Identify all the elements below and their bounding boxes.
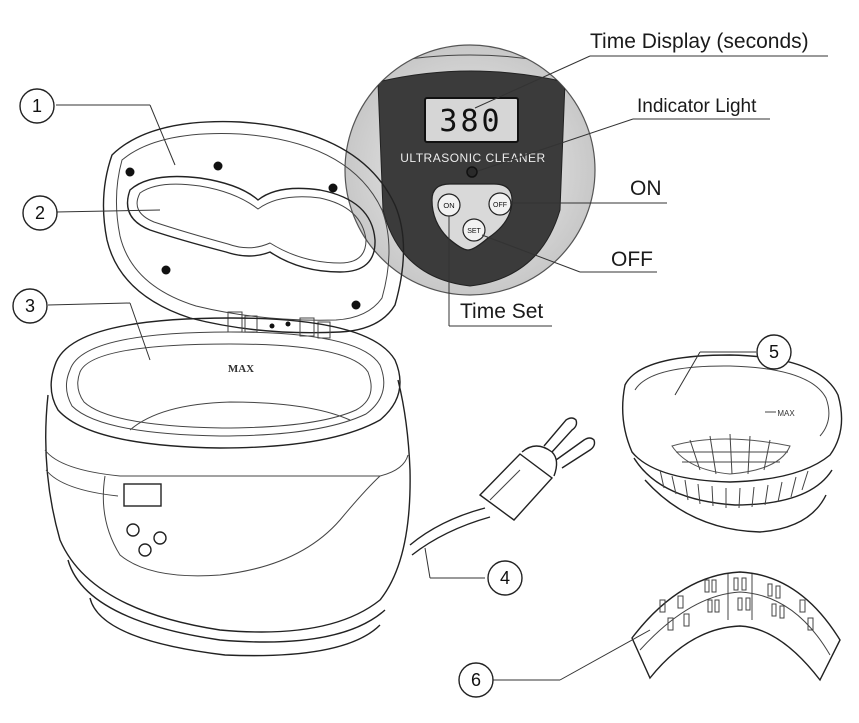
time-display-screen bbox=[424, 97, 519, 143]
part-4-number: 4 bbox=[500, 568, 510, 588]
body-button bbox=[153, 531, 167, 545]
part-4-marker: 4 bbox=[487, 560, 523, 596]
body-button bbox=[138, 543, 152, 557]
display-digits: 380 bbox=[439, 104, 502, 139]
set-button[interactable]: SET bbox=[462, 218, 486, 242]
part-2-number: 2 bbox=[35, 203, 45, 223]
tank-body: MAX bbox=[44, 317, 411, 657]
panel-brand-text: ULTRASONIC CLEANER bbox=[400, 151, 545, 165]
indicator-light bbox=[466, 166, 478, 178]
on-callout: ON bbox=[630, 177, 662, 200]
time-display-callout: Time Display (seconds) bbox=[590, 30, 809, 53]
on-button-label: ON bbox=[443, 201, 454, 210]
body-display bbox=[123, 483, 162, 507]
part-6-number: 6 bbox=[471, 670, 481, 690]
power-cord bbox=[409, 417, 596, 556]
part-5-marker: 5 bbox=[756, 334, 792, 370]
set-button-label: SET bbox=[467, 228, 481, 235]
off-button[interactable]: OFF bbox=[488, 192, 512, 216]
on-button[interactable]: ON bbox=[437, 193, 461, 217]
basket-max-label: MAX bbox=[777, 409, 795, 418]
lid bbox=[102, 120, 405, 339]
off-callout: OFF bbox=[611, 248, 653, 271]
callout-leaders bbox=[448, 55, 828, 327]
part-number-callouts: 1 2 3 4 5 6 bbox=[12, 88, 792, 698]
part-2-marker: 2 bbox=[22, 195, 58, 231]
indicator-light-callout: Indicator Light bbox=[637, 96, 757, 117]
lid-window bbox=[126, 175, 376, 273]
body-button bbox=[126, 523, 140, 537]
part-6-marker: 6 bbox=[458, 662, 494, 698]
part-3-marker: 3 bbox=[12, 288, 48, 324]
off-button-label: OFF bbox=[493, 202, 507, 209]
part-3-number: 3 bbox=[25, 296, 35, 316]
part-5-number: 5 bbox=[769, 342, 779, 362]
part-1-marker: 1 bbox=[19, 88, 55, 124]
tank-max-label: MAX bbox=[228, 363, 254, 375]
basket: MAX bbox=[621, 354, 843, 533]
time-set-callout: Time Set bbox=[460, 300, 543, 323]
watch-holder bbox=[631, 571, 841, 682]
part-1-number: 1 bbox=[32, 96, 42, 116]
control-panel-zoom: 380 ULTRASONIC CLEANER ON OFF SET bbox=[344, 44, 596, 296]
